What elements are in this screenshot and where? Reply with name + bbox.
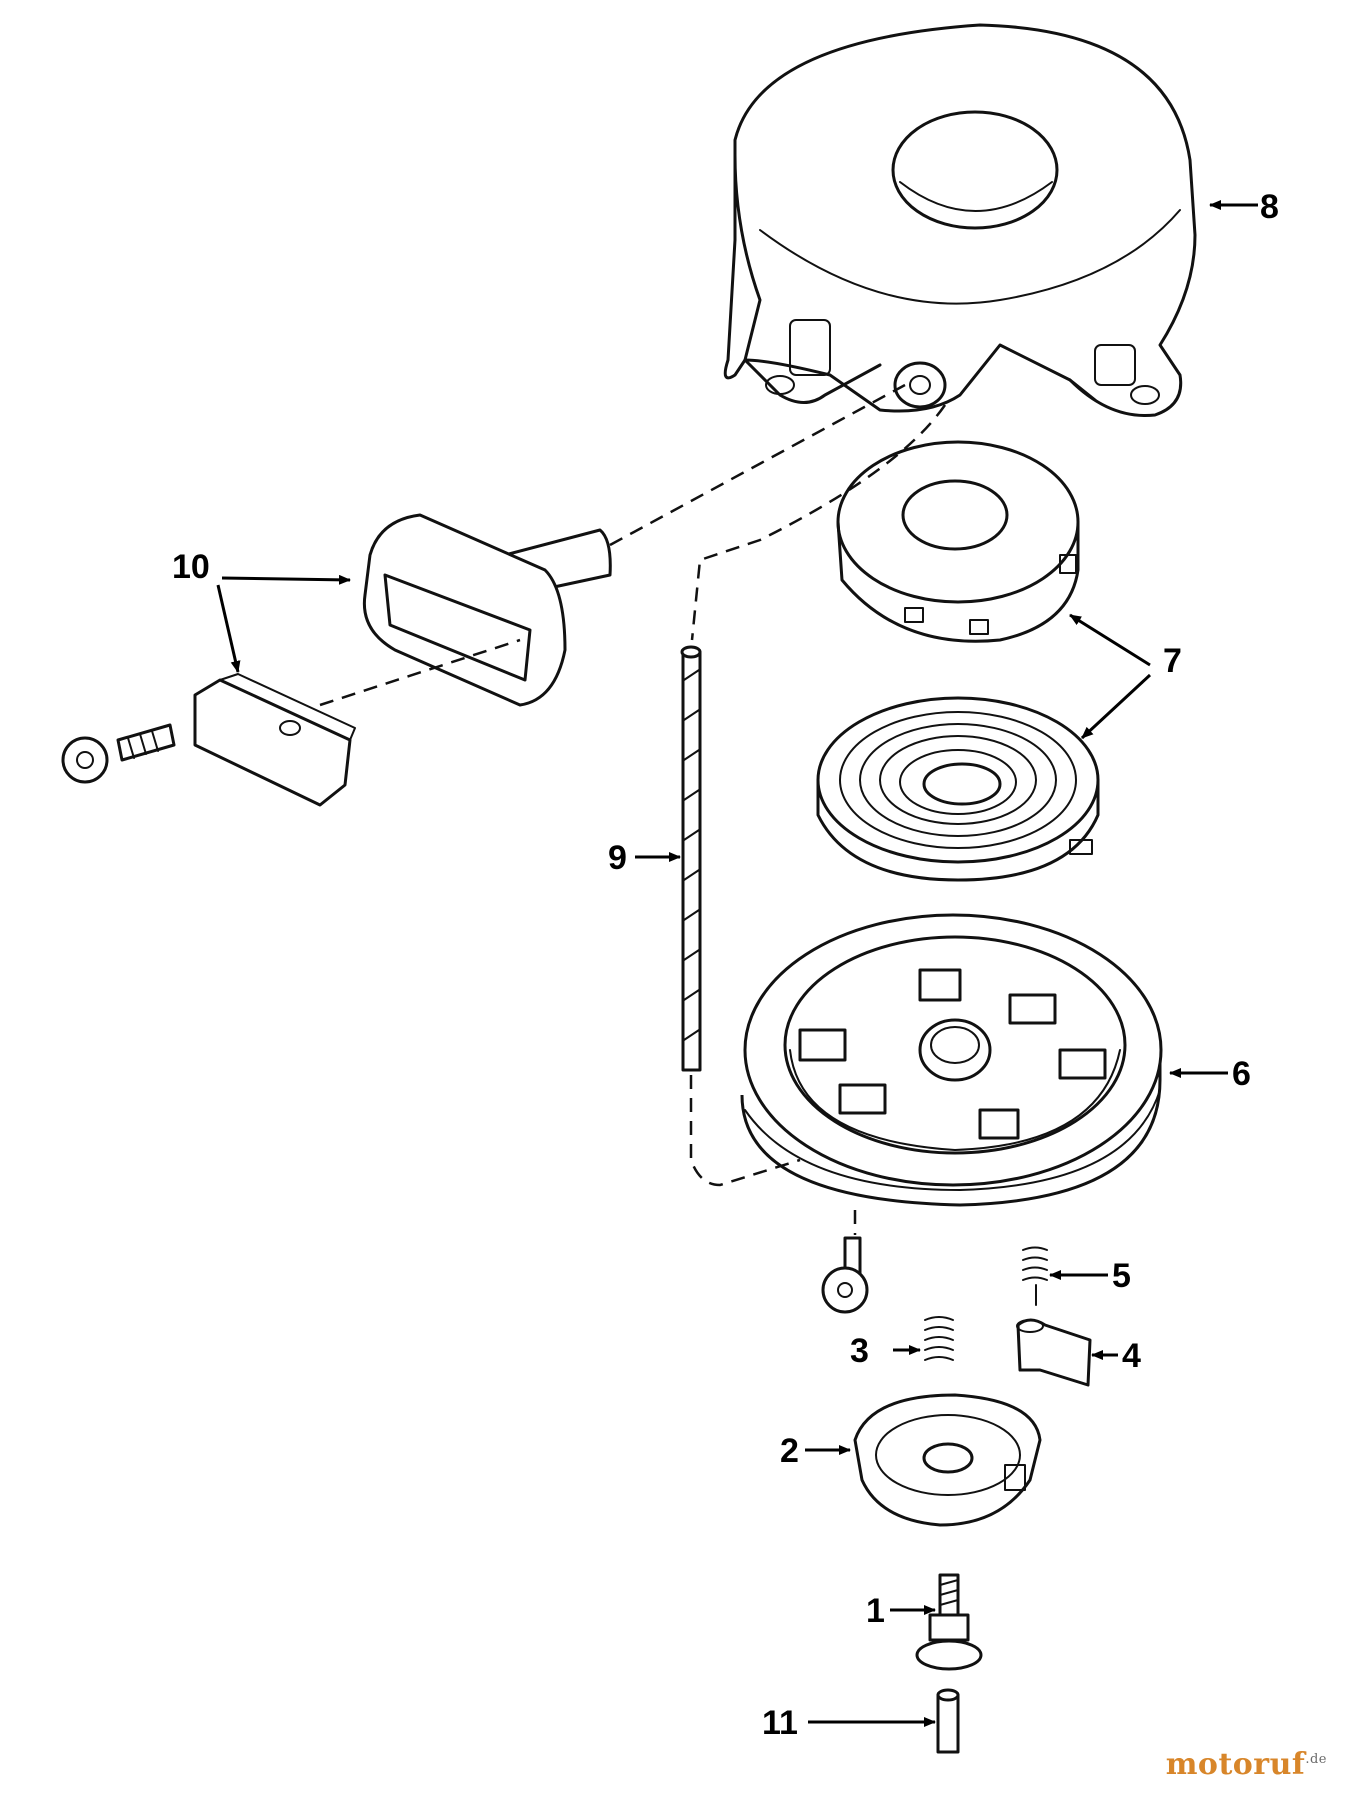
callout-3: 3 bbox=[850, 1332, 869, 1370]
starter-rope bbox=[680, 645, 702, 1072]
callout-6: 6 bbox=[1232, 1055, 1251, 1093]
callout-11: 11 bbox=[762, 1704, 798, 1742]
assembly-lines bbox=[319, 383, 947, 1235]
starter-pawl bbox=[1016, 1318, 1092, 1387]
pawl-retainer bbox=[853, 1393, 1042, 1527]
pulley-screw bbox=[821, 1236, 869, 1314]
rope-pulley bbox=[740, 913, 1163, 1207]
watermark-brand: motoruf bbox=[1165, 1747, 1306, 1782]
shoulder-screw bbox=[915, 1573, 983, 1671]
pawl-spring bbox=[1022, 1246, 1048, 1306]
callout-8: 8 bbox=[1260, 188, 1279, 226]
callout-arrows bbox=[216, 200, 1258, 1727]
callout-4: 4 bbox=[1122, 1337, 1141, 1375]
callout-labels: 8 7 6 5 4 3 2 1 11 9 10 bbox=[172, 188, 1279, 1742]
callout-2: 2 bbox=[780, 1432, 799, 1470]
watermark-logo: motoruf.de bbox=[1166, 1747, 1327, 1782]
callout-5: 5 bbox=[1112, 1257, 1131, 1295]
recoil-spring bbox=[816, 696, 1100, 882]
handle-screw bbox=[61, 723, 176, 784]
watermark-suffix: .de bbox=[1305, 1752, 1327, 1767]
starter-housing bbox=[723, 23, 1197, 418]
callout-9: 9 bbox=[608, 839, 627, 877]
spring-cup bbox=[836, 440, 1080, 643]
callout-10: 10 bbox=[172, 548, 210, 586]
callout-1: 1 bbox=[866, 1592, 885, 1630]
brake-spring bbox=[924, 1316, 954, 1361]
starter-handle bbox=[362, 513, 612, 707]
handle-insert bbox=[193, 673, 356, 807]
callout-7: 7 bbox=[1163, 642, 1182, 680]
roll-pin bbox=[936, 1688, 960, 1754]
